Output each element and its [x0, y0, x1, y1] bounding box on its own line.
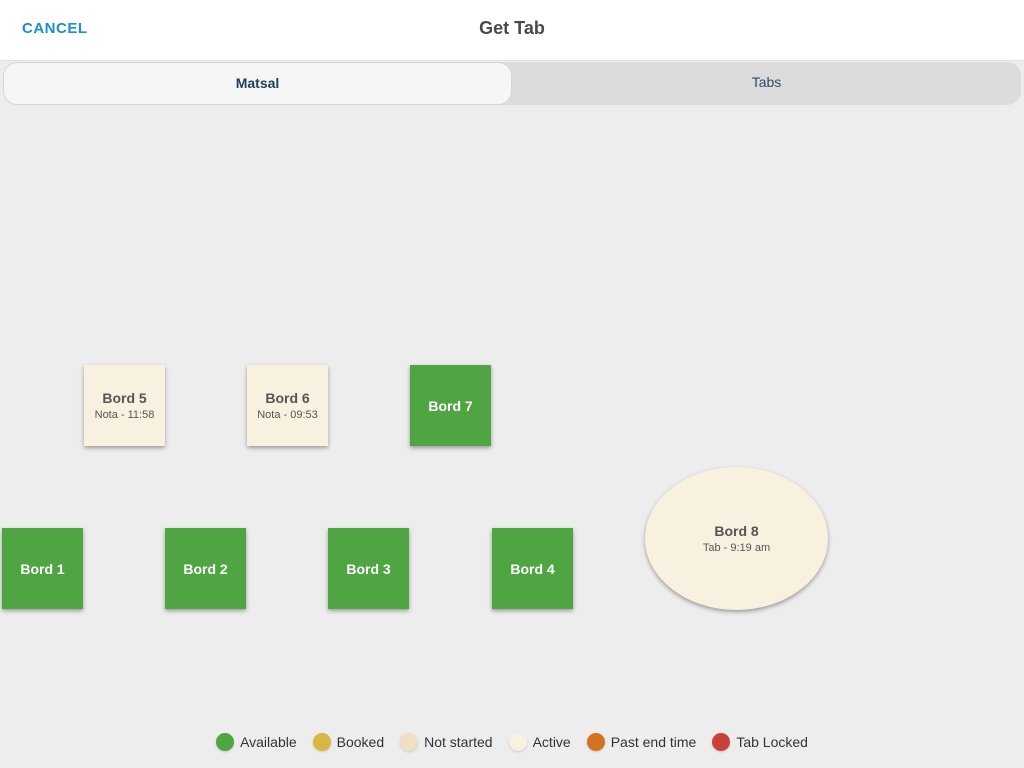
- table-name: Bord 2: [183, 560, 228, 577]
- booked-dot-icon: [312, 733, 331, 751]
- table-subtitle: Tab - 9:19 am: [702, 542, 771, 554]
- legend-not-started: Not started: [400, 733, 493, 751]
- tab-locked-dot-icon: [712, 733, 731, 751]
- past-end-time-dot-icon: [586, 733, 605, 751]
- table-bord-6[interactable]: Bord 6 Nota - 09:53: [247, 365, 328, 446]
- legend-label: Active: [532, 734, 571, 750]
- table-name: Bord 6: [265, 390, 310, 406]
- legend-available: Available: [216, 733, 297, 751]
- table-name: Bord 3: [346, 560, 391, 577]
- table-bord-1[interactable]: Bord 1: [2, 528, 83, 609]
- table-name: Bord 5: [102, 390, 147, 406]
- top-bar: CANCEL Get Tab: [0, 0, 1024, 61]
- active-dot-icon: [508, 733, 527, 751]
- table-subtitle: Nota - 11:58: [94, 409, 155, 421]
- legend-label: Past end time: [610, 734, 697, 750]
- tab-matsal[interactable]: Matsal: [3, 62, 512, 105]
- table-name: Bord 7: [428, 397, 473, 414]
- legend-tab-locked: Tab Locked: [712, 733, 808, 751]
- not-started-dot-icon: [400, 733, 419, 751]
- legend-label: Available: [240, 734, 297, 750]
- legend-label: Not started: [424, 734, 493, 750]
- legend-booked: Booked: [312, 733, 385, 751]
- tab-tabs[interactable]: Tabs: [751, 74, 782, 90]
- available-dot-icon: [216, 733, 235, 751]
- table-bord-5[interactable]: Bord 5 Nota - 11:58: [84, 365, 165, 446]
- status-legend: Available Booked Not started Active Past…: [0, 733, 1024, 751]
- table-name: Bord 8: [714, 523, 759, 539]
- area-segmented-control: Matsal Tabs: [3, 62, 1021, 105]
- legend-label: Tab Locked: [736, 734, 808, 750]
- table-bord-3[interactable]: Bord 3: [328, 528, 409, 609]
- table-bord-4[interactable]: Bord 4: [492, 528, 573, 609]
- table-bord-7[interactable]: Bord 7: [410, 365, 491, 446]
- table-bord-2[interactable]: Bord 2: [165, 528, 246, 609]
- table-subtitle: Nota - 09:53: [257, 409, 318, 421]
- legend-active: Active: [508, 733, 571, 751]
- table-bord-8[interactable]: Bord 8 Tab - 9:19 am: [645, 467, 828, 610]
- table-name: Bord 1: [20, 560, 65, 577]
- page-title: Get Tab: [479, 18, 545, 38]
- cancel-button[interactable]: CANCEL: [22, 20, 88, 37]
- legend-label: Booked: [336, 734, 385, 750]
- legend-past-end-time: Past end time: [586, 733, 697, 751]
- table-name: Bord 4: [510, 560, 555, 577]
